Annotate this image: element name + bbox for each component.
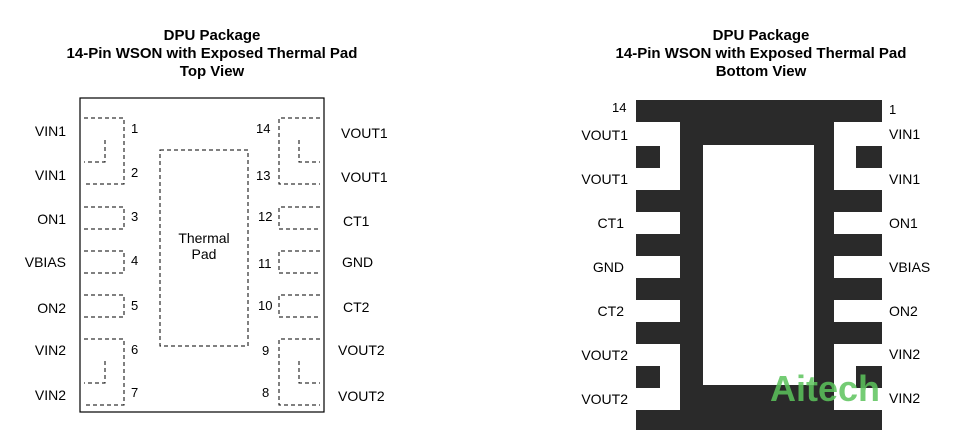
top-pad-label-line1: Thermal (178, 230, 230, 246)
top-left-pin-num: 4 (131, 253, 139, 268)
top-left-pin-name: VIN2 (34, 387, 66, 403)
top-left-pin-num: 5 (131, 298, 139, 313)
bottom-right-label: VIN2 (889, 346, 921, 362)
top-title-line3: Top View (179, 63, 245, 80)
top-left-pin-num: 3 (131, 209, 139, 224)
bottom-title-line3: Bottom View (715, 63, 807, 80)
bottom-pad-12 (636, 212, 680, 234)
watermark-logo: Aitech (770, 368, 881, 409)
top-pin-5-outline (84, 294, 125, 318)
top-pin-12-outline (278, 206, 320, 230)
top-left-pin-name: VIN1 (34, 167, 66, 183)
top-left-pin-name: VIN1 (34, 123, 66, 139)
bottom-right-label: VIN1 (889, 126, 921, 142)
top-right-pin-name: CT2 (343, 299, 370, 315)
top-view-title: DPU Package 14-Pin WSON with Exposed The… (32, 27, 392, 81)
bottom-left-label: VOUT1 (581, 171, 628, 187)
top-pin-3-outline (84, 206, 125, 230)
top-pin-1-2-outline (84, 117, 125, 185)
top-right-pin-name: GND (342, 254, 374, 270)
bottom-left-label: CT2 (597, 303, 624, 319)
bottom-corner-right-num: 1 (889, 102, 897, 117)
bottom-left-label: VOUT1 (581, 127, 628, 143)
top-right-pin-name: CT1 (343, 213, 370, 229)
bottom-corner-left-num: 14 (612, 100, 627, 115)
bottom-right-label: VBIAS (889, 259, 931, 275)
top-right-pin-name: VOUT1 (341, 169, 388, 185)
bottom-title-line1: DPU Package (712, 27, 810, 44)
top-right-pin-name: VOUT2 (338, 342, 385, 358)
top-package-outline (79, 97, 325, 413)
bottom-right-label: ON2 (889, 303, 918, 319)
bottom-right-label: ON1 (889, 215, 918, 231)
top-right-pin-name: VOUT2 (338, 388, 385, 404)
top-left-pin-name: ON2 (37, 300, 66, 316)
top-pin-4-outline (84, 250, 125, 274)
bottom-pad-14-13 (636, 122, 680, 190)
top-right-pin-num: 9 (262, 343, 270, 358)
bottom-pad-3 (834, 212, 882, 234)
bottom-pad-5 (834, 300, 882, 322)
top-pin-14-13-outline (278, 117, 320, 185)
top-thermal-pad (159, 149, 249, 347)
bottom-left-label: CT1 (597, 215, 624, 231)
top-pin-9-8-outline (278, 338, 320, 406)
bottom-title-line2: 14-Pin WSON with Exposed Thermal Pad (615, 45, 907, 62)
top-pin-11-outline (278, 250, 320, 274)
top-right-pin-num: 13 (256, 168, 271, 183)
top-pad-label: Thermal Pad (166, 230, 242, 262)
bottom-view-title: DPU Package 14-Pin WSON with Exposed The… (581, 27, 941, 81)
top-title-line2: 14-Pin WSON with Exposed Thermal Pad (66, 45, 358, 62)
top-pin-6-7-outline (84, 338, 125, 406)
top-left-pin-name: VIN2 (34, 342, 66, 358)
top-left-pin-name: ON1 (37, 211, 66, 227)
top-left-pin-name: VBIAS (24, 254, 66, 270)
bottom-left-label: GND (592, 259, 624, 275)
bottom-pad-4 (834, 256, 882, 278)
top-right-pin-num: 8 (262, 385, 270, 400)
bottom-pad-6-7 (834, 344, 882, 410)
top-right-pin-num: 11 (258, 256, 272, 271)
bottom-thermal-pad (703, 145, 814, 385)
top-left-pin-num: 6 (131, 342, 139, 357)
top-left-pin-num: 1 (131, 121, 139, 136)
bottom-pad-11 (636, 256, 680, 278)
bottom-left-label: VOUT2 (581, 391, 628, 407)
top-right-pin-num: 10 (258, 298, 273, 313)
top-left-pin-num: 2 (131, 165, 139, 180)
bottom-left-label: VOUT2 (581, 347, 628, 363)
top-right-pin-num: 12 (258, 209, 273, 224)
top-right-pin-name: VOUT1 (341, 125, 388, 141)
top-pin-10-outline (278, 294, 320, 318)
top-pad-label-line2: Pad (191, 246, 217, 262)
bottom-pad-9-8 (636, 344, 680, 410)
bottom-pad-1-2 (834, 122, 882, 190)
top-left-pin-num: 7 (131, 385, 139, 400)
top-title-line1: DPU Package (163, 27, 261, 44)
top-right-pin-num: 14 (256, 121, 271, 136)
bottom-right-label: VIN2 (889, 390, 921, 406)
bottom-pad-10 (636, 300, 680, 322)
bottom-right-label: VIN1 (889, 171, 921, 187)
